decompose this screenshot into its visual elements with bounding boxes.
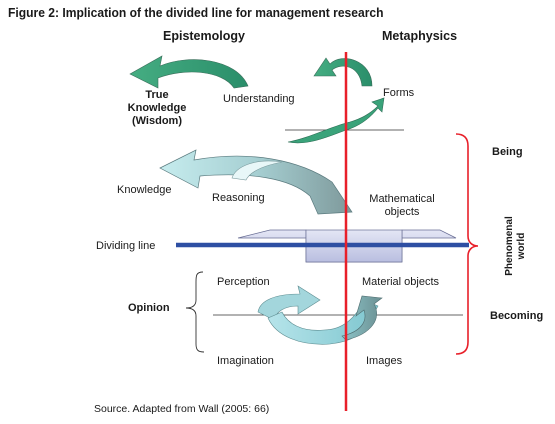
metaphysics-header: Metaphysics bbox=[382, 29, 458, 43]
understanding-label: Understanding bbox=[223, 93, 295, 105]
phenomenal-world-line-2: world bbox=[516, 232, 527, 260]
true-knowledge-line-3: (Wisdom) bbox=[131, 115, 182, 127]
becoming-label: Becoming bbox=[490, 310, 544, 322]
arrow-material-loop bbox=[341, 295, 383, 341]
knowledge-label: Knowledge bbox=[117, 184, 172, 196]
true-knowledge-label: True Knowledge (Wisdom) bbox=[124, 89, 190, 128]
opinion-label: Opinion bbox=[128, 302, 170, 314]
forms-label: Forms bbox=[383, 87, 415, 99]
arrow-understanding-to-wisdom bbox=[129, 55, 249, 89]
arrow-understanding-forms-link bbox=[287, 97, 385, 144]
opinion-brace bbox=[185, 271, 205, 353]
material-objects-label: Material objects bbox=[362, 276, 440, 288]
mathematical-objects-label: Mathematical objects bbox=[363, 193, 441, 219]
phenomenal-world-line-1: Phenomenal bbox=[504, 216, 515, 276]
true-knowledge-line-2: Knowledge bbox=[127, 102, 187, 114]
being-becoming-bracket bbox=[455, 133, 479, 355]
arrow-forms-loop bbox=[313, 57, 373, 87]
arrow-reasoning-swoosh bbox=[231, 160, 283, 181]
imagination-label: Imagination bbox=[217, 355, 274, 367]
perception-label: Perception bbox=[217, 276, 270, 288]
epistemology-header: Epistemology bbox=[163, 29, 245, 43]
phenomenal-world-label: Phenomenal world bbox=[504, 213, 530, 279]
mathematical-objects-line-2: objects bbox=[384, 206, 420, 218]
dividing-line-label: Dividing line bbox=[96, 240, 156, 252]
being-label: Being bbox=[492, 146, 523, 158]
true-knowledge-line-1: True bbox=[145, 89, 169, 101]
mathematical-objects-line-1: Mathematical bbox=[369, 193, 435, 205]
source-note: Source. Adapted from Wall (2005: 66) bbox=[94, 403, 270, 415]
reasoning-label: Reasoning bbox=[212, 192, 265, 204]
figure-title: Figure 2: Implication of the divided lin… bbox=[8, 5, 384, 20]
images-label: Images bbox=[366, 355, 403, 367]
